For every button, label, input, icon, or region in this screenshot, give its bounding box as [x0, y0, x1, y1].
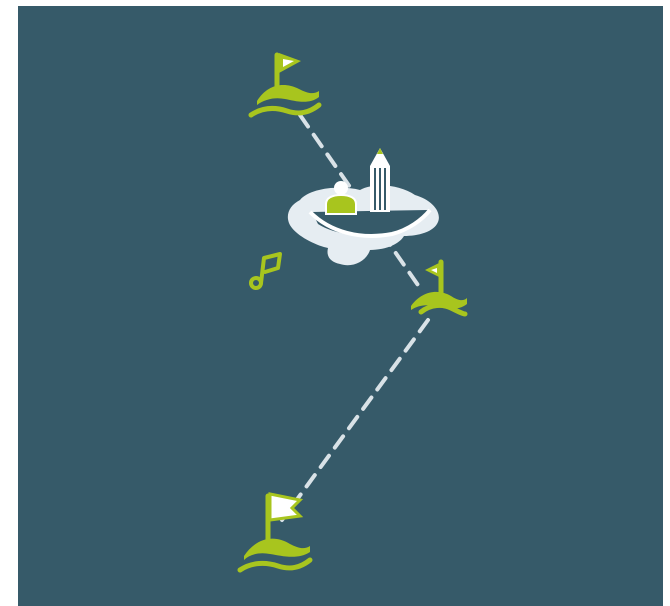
route-segment-2 — [282, 320, 428, 520]
boat-with-person-and-sail-icon — [288, 148, 439, 265]
dashed-route — [282, 115, 428, 520]
person-body-icon — [326, 195, 356, 214]
music-note-icon — [251, 254, 280, 288]
flag-waypoint-icon — [240, 494, 310, 570]
person-head-icon — [334, 181, 348, 195]
pencil-sail-icon — [370, 148, 390, 212]
flag-waypoint-icon — [251, 53, 319, 115]
flag-waypoint-icon — [411, 262, 467, 314]
